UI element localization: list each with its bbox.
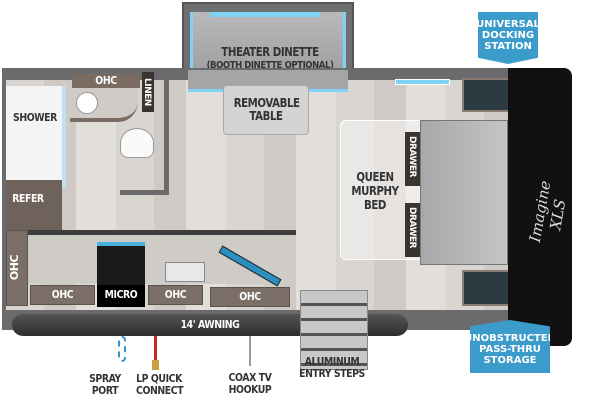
sink-icon — [76, 92, 98, 114]
kitchen-sink — [165, 262, 205, 282]
shower-label: SHOWER — [13, 111, 57, 124]
side-ohc-label: OHC — [8, 255, 21, 281]
kitchen-ohc-2-label: OHC — [164, 288, 187, 301]
drawer-top-label: DRAWER — [407, 136, 417, 177]
pass-thru-storage-badge: UNOBSTRUCTED PASS-THRU STORAGE — [470, 320, 550, 373]
lp-quick-connect-label: LP QUICK CONNECT — [136, 372, 184, 397]
removable-table[interactable] — [223, 85, 309, 135]
spray-port-label: SPRAY PORT — [89, 372, 121, 397]
kitchen-ohc-1-label: OHC — [51, 288, 74, 301]
linen-label: LINEN — [142, 78, 152, 106]
front-cap — [508, 68, 572, 346]
removable-table-label: REMOVABLE TABLE — [233, 96, 300, 123]
front-cabinet-top — [462, 78, 510, 112]
bed-label: QUEEN MURPHY BED — [351, 170, 399, 212]
kitchen-counter — [28, 230, 296, 284]
front-cabinet-bottom — [462, 270, 510, 306]
lp-fitting — [152, 360, 159, 370]
kitchen-ohc-3-label: OHC — [239, 290, 261, 303]
kitchen-ohc-1 — [30, 285, 95, 305]
dinette-light — [210, 12, 320, 17]
side-ohc — [6, 230, 28, 306]
coax-label: COAX TV HOOKUP — [228, 371, 272, 396]
stove — [97, 242, 145, 286]
dinette-seat — [190, 12, 346, 78]
bath-wall — [164, 80, 169, 195]
refrigerator — [6, 180, 62, 230]
awning-label: 14' AWNING — [180, 318, 240, 331]
drawer-bottom[interactable] — [405, 203, 420, 257]
drawer-bottom-label: DRAWER — [407, 207, 417, 248]
bath-ohc-label: OHC — [95, 74, 117, 87]
linen-cabinet — [142, 72, 154, 112]
dinette-note-label: (BOOTH DINETTE OPTIONAL) — [206, 60, 334, 71]
ceiling-light — [395, 79, 450, 85]
microwave — [97, 285, 145, 307]
bath-ohc — [72, 74, 140, 88]
docking-station-badge: UNIVERSAL DOCKING STATION — [478, 12, 538, 64]
drawer-top[interactable] — [405, 132, 420, 186]
entry-steps[interactable] — [300, 290, 368, 370]
bath-wall-bottom — [120, 190, 169, 195]
shower — [6, 86, 66, 188]
coax-line — [249, 336, 251, 366]
refer-label: REFER — [12, 192, 44, 205]
lp-line — [154, 336, 157, 362]
micro-label: MICRO — [104, 288, 138, 301]
theater-dinette-label: THEATER DINETTE — [221, 45, 319, 59]
kitchen-ohc-2 — [148, 285, 203, 305]
spray-port-hose — [118, 336, 126, 362]
kitchen-ohc-3 — [210, 287, 290, 307]
entry-steps-label: ALUMINUM ENTRY STEPS — [299, 355, 365, 380]
murphy-bed-cabinet — [420, 120, 508, 265]
toilet-icon — [120, 128, 154, 158]
